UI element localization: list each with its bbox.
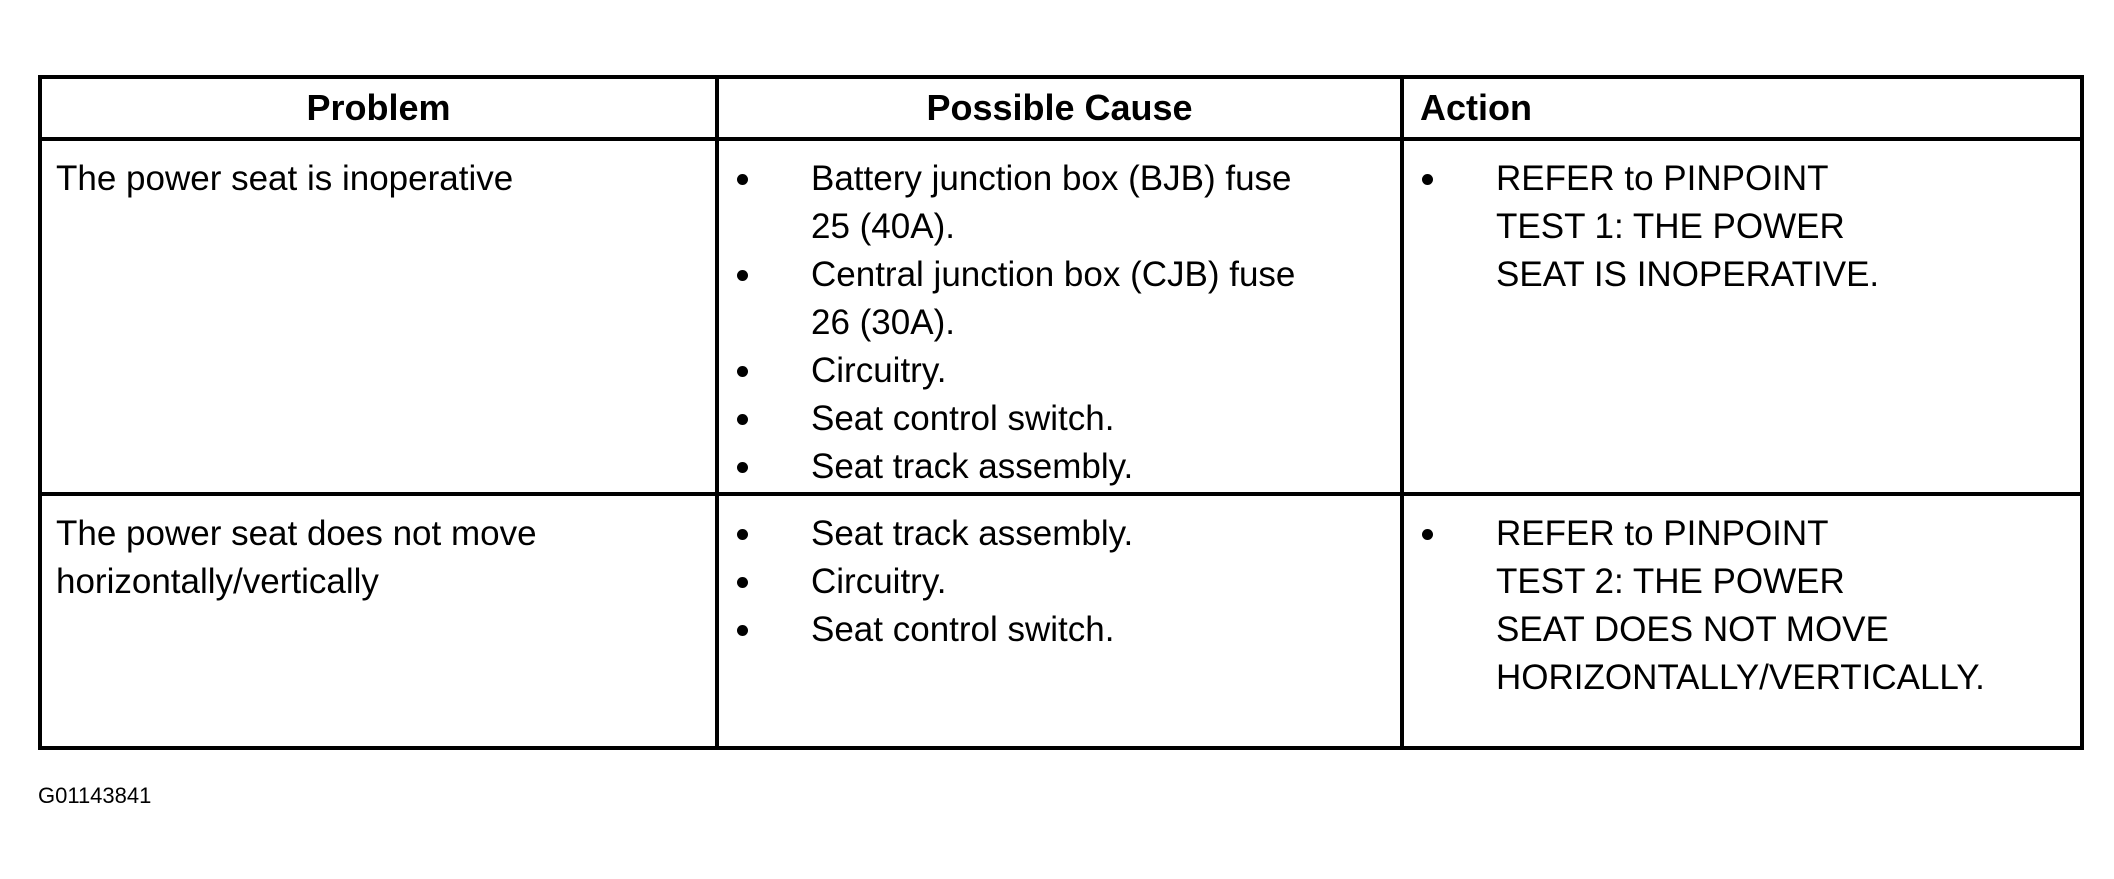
list-item: Circuitry. (719, 558, 1400, 606)
bullet-icon (737, 414, 748, 425)
list-item: REFER to PINPOINT TEST 2: THE POWER SEAT… (1404, 510, 2080, 702)
problem-text: The power seat does not move (56, 514, 537, 553)
bullet-icon (737, 174, 748, 185)
bullet-icon (737, 577, 748, 588)
list-item: Battery junction box (BJB) fuse 25 (40A)… (719, 155, 1400, 251)
cause-list: Battery junction box (BJB) fuse 25 (40A)… (719, 141, 1400, 491)
cause-text: Seat control switch. (811, 399, 1115, 438)
list-item: Central junction box (CJB) fuse 26 (30A)… (719, 251, 1400, 347)
action-text: TEST 1: THE POWER (1496, 207, 1845, 246)
cause-cell: Battery junction box (BJB) fuse 25 (40A)… (715, 137, 1404, 496)
cause-cell: Seat track assembly. Circuitry. Seat con… (715, 492, 1404, 750)
cause-text: Battery junction box (BJB) fuse (811, 159, 1292, 198)
bullet-icon (1422, 174, 1433, 185)
bullet-icon (1422, 529, 1433, 540)
table-row: The power seat does not move horizontall… (38, 492, 2084, 750)
table-row: The power seat is inoperative Battery ju… (38, 137, 2084, 496)
header-action: Action (1400, 75, 2084, 141)
problem-text: horizontally/vertically (56, 562, 379, 601)
problem-cell: The power seat is inoperative (38, 137, 719, 496)
header-row: Problem Possible Cause Action (38, 75, 2084, 141)
cause-text: Seat track assembly. (811, 514, 1134, 553)
list-item: Seat control switch. (719, 606, 1400, 654)
action-text: HORIZONTALLY/VERTICALLY. (1496, 658, 1985, 697)
figure-id-label: G01143841 (38, 783, 152, 808)
header-possible-cause: Possible Cause (715, 75, 1404, 141)
action-text: SEAT IS INOPERATIVE. (1496, 255, 1880, 294)
cause-text: Central junction box (CJB) fuse (811, 255, 1296, 294)
action-cell: REFER to PINPOINT TEST 2: THE POWER SEAT… (1400, 492, 2084, 750)
problem-text: The power seat is inoperative (56, 159, 514, 198)
list-item: Seat track assembly. (719, 443, 1400, 491)
bullet-icon (737, 366, 748, 377)
list-item: Seat control switch. (719, 395, 1400, 443)
cause-list: Seat track assembly. Circuitry. Seat con… (719, 496, 1400, 654)
action-list: REFER to PINPOINT TEST 1: THE POWER SEAT… (1404, 141, 2080, 299)
bullet-icon (737, 270, 748, 281)
cause-text: 25 (40A). (811, 207, 955, 246)
problem-cell: The power seat does not move horizontall… (38, 492, 719, 750)
cause-text: Seat control switch. (811, 610, 1115, 649)
cause-text: Seat track assembly. (811, 447, 1134, 486)
list-item: Seat track assembly. (719, 510, 1400, 558)
bullet-icon (737, 462, 748, 473)
header-problem: Problem (38, 75, 719, 141)
diagnosis-table: Problem Possible Cause Action The power … (38, 75, 2084, 750)
action-text: REFER to PINPOINT (1496, 514, 1829, 553)
action-text: REFER to PINPOINT (1496, 159, 1829, 198)
action-list: REFER to PINPOINT TEST 2: THE POWER SEAT… (1404, 496, 2080, 702)
action-cell: REFER to PINPOINT TEST 1: THE POWER SEAT… (1400, 137, 2084, 496)
list-item: REFER to PINPOINT TEST 1: THE POWER SEAT… (1404, 155, 2080, 299)
cause-text: Circuitry. (811, 562, 947, 601)
list-item: Circuitry. (719, 347, 1400, 395)
bullet-icon (737, 625, 748, 636)
cause-text: 26 (30A). (811, 303, 955, 342)
action-text: TEST 2: THE POWER (1496, 562, 1845, 601)
bullet-icon (737, 529, 748, 540)
action-text: SEAT DOES NOT MOVE (1496, 610, 1889, 649)
cause-text: Circuitry. (811, 351, 947, 390)
